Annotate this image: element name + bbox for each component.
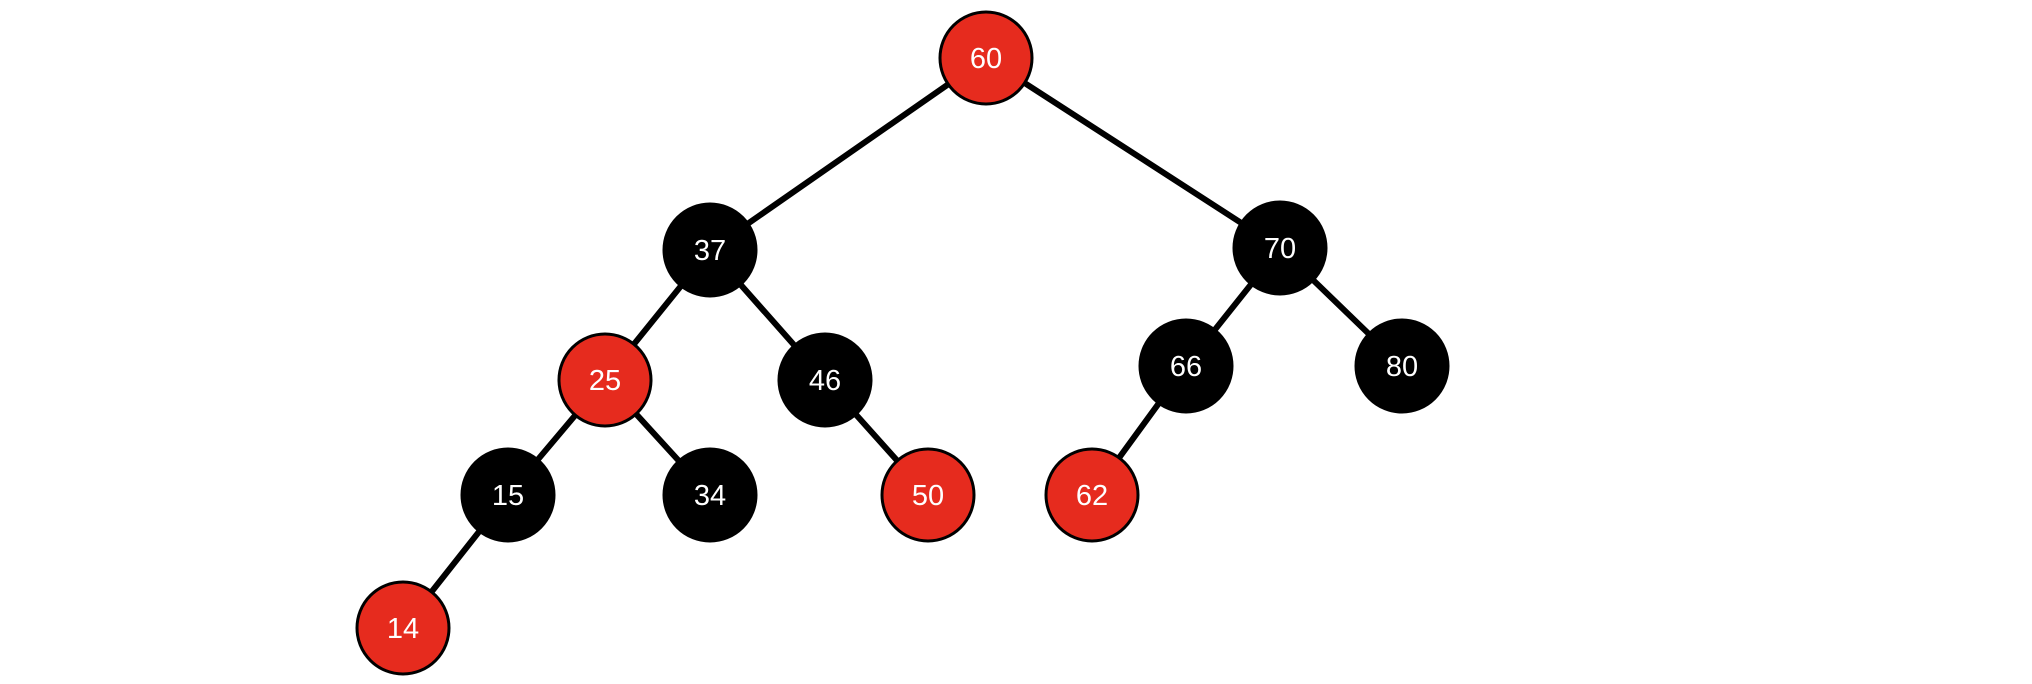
tree-node-label-66: 66 [1170, 351, 1202, 383]
tree-edge-n60-n70 [983, 55, 1283, 251]
tree-node-46[interactable]: 46 [777, 332, 873, 428]
tree-node-62[interactable]: 62 [1044, 447, 1140, 543]
tree-node-66[interactable]: 66 [1138, 318, 1234, 414]
tree-node-circle-34[interactable] [662, 447, 758, 543]
tree-node-label-34: 34 [694, 480, 726, 512]
tree-node-label-80: 80 [1386, 351, 1418, 383]
tree-node-label-50: 50 [912, 480, 944, 512]
tree-node-circle-25[interactable] [557, 332, 653, 428]
tree-node-37[interactable]: 37 [662, 202, 758, 298]
tree-node-70[interactable]: 70 [1232, 200, 1328, 296]
tree-node-circle-46[interactable] [777, 332, 873, 428]
tree-node-label-14: 14 [387, 613, 419, 645]
tree-node-label-46: 46 [809, 365, 841, 397]
tree-node-circle-14[interactable] [355, 580, 451, 676]
tree-edge-n60-n37 [707, 55, 989, 253]
tree-node-circle-80[interactable] [1354, 318, 1450, 414]
tree-edges-layer [400, 55, 1405, 631]
tree-node-60[interactable]: 60 [938, 10, 1034, 106]
tree-node-50[interactable]: 50 [880, 447, 976, 543]
tree-node-label-25: 25 [589, 365, 621, 397]
tree-node-14[interactable]: 14 [355, 580, 451, 676]
tree-node-34[interactable]: 34 [662, 447, 758, 543]
tree-node-label-60: 60 [970, 43, 1002, 75]
tree-node-circle-70[interactable] [1232, 200, 1328, 296]
tree-node-label-37: 37 [694, 235, 726, 267]
tree-node-circle-50[interactable] [880, 447, 976, 543]
tree-node-circle-37[interactable] [662, 202, 758, 298]
tree-node-label-70: 70 [1264, 233, 1296, 265]
tree-nodes-layer: 60 37 70 25 46 66 80 15 34 50 62 14 [355, 10, 1450, 676]
tree-node-label-62: 62 [1076, 480, 1108, 512]
tree-node-circle-15[interactable] [460, 447, 556, 543]
tree-node-circle-66[interactable] [1138, 318, 1234, 414]
tree-node-circle-60[interactable] [938, 10, 1034, 106]
tree-node-15[interactable]: 15 [460, 447, 556, 543]
tree-node-80[interactable]: 80 [1354, 318, 1450, 414]
tree-node-label-15: 15 [492, 480, 524, 512]
tree-node-circle-62[interactable] [1044, 447, 1140, 543]
tree-node-25[interactable]: 25 [557, 332, 653, 428]
